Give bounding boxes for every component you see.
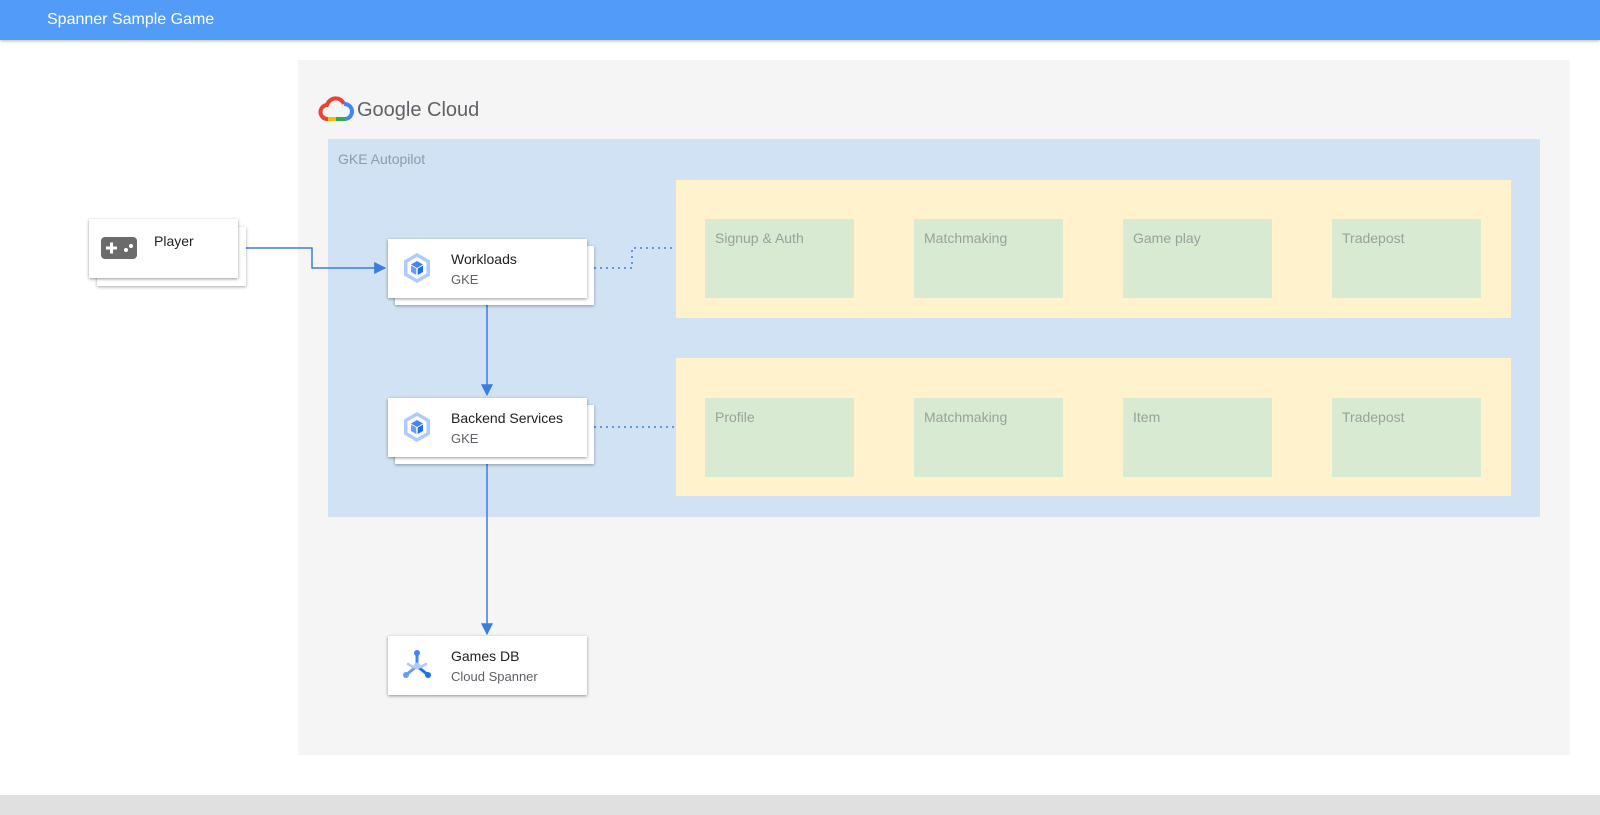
workloads-title: Workloads [451,251,517,267]
backend-service-tradepost: Tradepost [1332,398,1481,477]
backend-services-card[interactable]: Backend Services GKE [388,398,587,457]
google-cloud-logo-icon [318,96,354,121]
service-label: Matchmaking [924,409,1008,425]
workloads-subtitle: GKE [451,272,479,287]
backend-services-subtitle: GKE [451,431,479,446]
service-label: Tradepost [1342,409,1405,425]
app-title: Spanner Sample Game [47,11,215,28]
service-label: Item [1133,409,1161,425]
workload-service-game-play: Game play [1123,219,1272,298]
player-to-workloads-arrow [238,247,387,274]
backend-service-item: Item [1123,398,1272,477]
service-label: Matchmaking [924,230,1008,246]
player-card[interactable]: Player [89,219,238,278]
games-db-title: Games DB [451,648,520,664]
service-label: Signup & Auth [715,230,804,246]
workload-service-signup-auth: Signup & Auth [705,219,854,298]
workload-service-matchmaking: Matchmaking [914,219,1063,298]
backend-service-matchmaking: Matchmaking [914,398,1063,477]
workloads-card[interactable]: Workloads GKE [388,239,587,298]
service-label: Tradepost [1342,230,1405,246]
workloads-to-services-dotted-line [588,247,676,269]
app-header: Spanner Sample Game [0,0,1600,40]
service-label: Game play [1133,230,1201,246]
google-cloud-brand: Google Cloud [357,99,480,121]
service-label: Profile [715,409,755,425]
gke-autopilot-label: GKE Autopilot [338,151,426,167]
gke-icon [404,253,430,283]
games-db-card[interactable]: Games DB Cloud Spanner [388,636,587,695]
spanner-icon [403,650,431,678]
player-label: Player [154,233,194,249]
gamepad-icon [101,237,137,259]
workload-service-tradepost: Tradepost [1332,219,1481,298]
games-db-subtitle: Cloud Spanner [451,669,538,684]
backend-services-title: Backend Services [451,410,564,426]
gke-icon [404,412,430,442]
backend-service-profile: Profile [705,398,854,477]
footer-bar [0,795,1600,815]
